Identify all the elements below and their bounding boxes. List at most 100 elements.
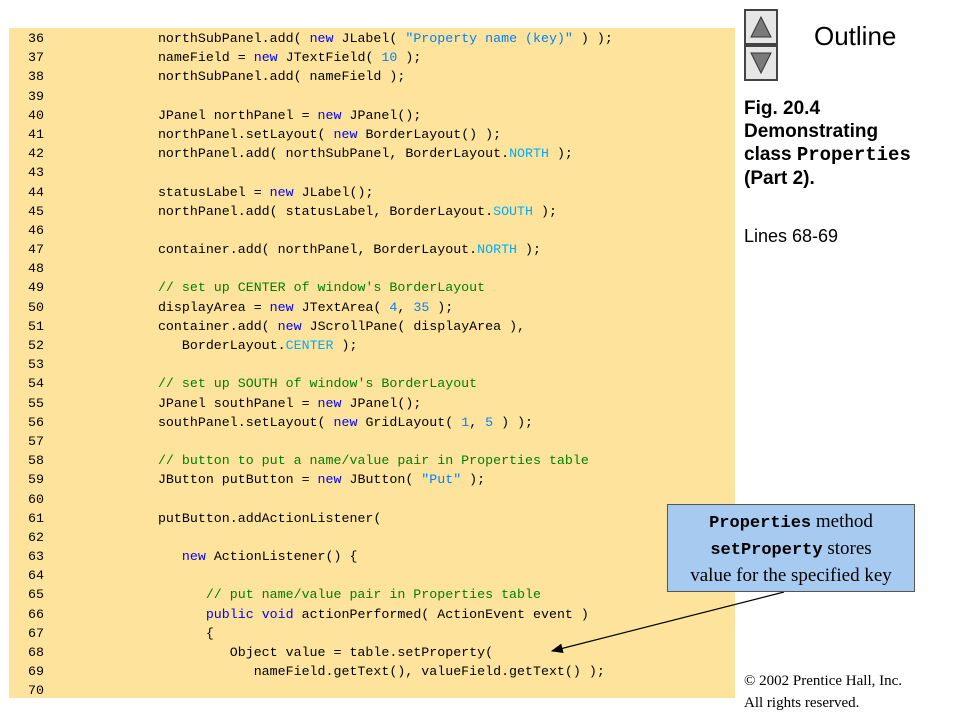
code-token: CENTER (285, 338, 334, 353)
triangle-down-icon (750, 52, 772, 75)
code-indent (134, 415, 158, 430)
code-line: 52 BorderLayout.CENTER ); (28, 336, 728, 355)
previous-slide-button[interactable] (744, 9, 778, 45)
line-number: 69 (28, 664, 44, 680)
code-token: statusLabel = (157, 184, 270, 200)
code-line: 48 (28, 259, 728, 278)
code-token: JPanel(); (341, 395, 422, 411)
code-token: { (205, 625, 214, 641)
code-token: new (333, 126, 358, 142)
code-line: 36 northSubPanel.add( new JLabel( "Prope… (28, 29, 728, 48)
code-token: actionPerformed( ActionEvent event ) (293, 606, 589, 622)
code-indent (134, 472, 158, 487)
code-token: nameField.getText(), valueField.getText(… (253, 664, 605, 680)
line-number: 68 (28, 645, 44, 660)
line-number: 64 (28, 568, 44, 584)
code-line: 44 statusLabel = new JLabel(); (28, 183, 728, 202)
callout-text-1: method (811, 511, 873, 532)
line-number: 57 (28, 433, 44, 449)
code-token: ) ); (493, 414, 534, 430)
code-line: 43 (28, 163, 728, 182)
line-number: 56 (28, 414, 44, 430)
line-number: 36 (28, 31, 44, 46)
code-line: 37 nameField = new JTextField( 10 ); (28, 48, 728, 67)
code-indent (134, 338, 182, 353)
code-line: 60 (28, 490, 728, 509)
code-token: ); (533, 203, 557, 219)
code-token: SOUTH (493, 203, 533, 219)
code-token: JButton( (341, 472, 422, 488)
next-slide-button[interactable] (744, 45, 778, 81)
code-token: // put name/value pair in Properties tab… (205, 587, 541, 603)
code-line: 41 northPanel.setLayout( new BorderLayou… (28, 125, 728, 144)
line-number: 41 (28, 126, 44, 142)
code-line: 45 northPanel.add( statusLabel, BorderLa… (28, 202, 728, 221)
rights-text: All rights reserved. (744, 695, 860, 711)
line-number: 55 (28, 395, 44, 411)
line-number: 49 (28, 280, 44, 296)
copyright-notice: © 2002 Prentice Hall, Inc. All rights re… (744, 670, 902, 714)
line-number: 63 (28, 549, 44, 565)
code-indent (134, 50, 158, 65)
code-token: "Property name (key)" (405, 31, 573, 46)
code-token: JScrollPane( displayArea ), (301, 318, 526, 334)
code-token: ); (333, 338, 358, 353)
code-line: 56 southPanel.setLayout( new GridLayout(… (28, 413, 728, 432)
code-token: JPanel southPanel = (157, 395, 318, 411)
code-token: JPanel(); (341, 107, 422, 123)
code-line: 63 new ActionListener() { (28, 547, 728, 566)
code-line: 64 (28, 566, 728, 585)
code-token: new (309, 31, 334, 46)
figure-description: Demonstrating (744, 121, 879, 142)
code-indent (134, 185, 158, 200)
line-number: 44 (28, 184, 44, 200)
code-token: ActionListener() { (205, 549, 358, 565)
line-number: 50 (28, 299, 44, 315)
code-indent (134, 587, 206, 602)
callout-line-2: setProperty stores (668, 536, 914, 563)
code-indent (134, 319, 158, 334)
figure-number: Fig. 20.4 (744, 98, 821, 119)
code-token: southPanel.setLayout( (157, 414, 334, 430)
line-number: 66 (28, 606, 44, 622)
code-indent (134, 607, 206, 622)
code-token: northSubPanel.add( (157, 31, 310, 46)
code-indent (134, 453, 158, 468)
code-token: public (205, 606, 254, 622)
code-token: new (317, 395, 342, 411)
code-token: northPanel.add( northSubPanel, BorderLay… (157, 146, 510, 162)
code-token: BorderLayout. (181, 338, 286, 353)
code-indent (134, 146, 158, 161)
code-token: new (317, 472, 342, 488)
code-token: 5 (485, 414, 494, 430)
code-token: 10 (381, 50, 398, 66)
code-indent (134, 549, 182, 564)
code-line: 70 (28, 681, 728, 700)
code-indent (134, 396, 158, 411)
callout-method-name: setProperty (710, 541, 823, 560)
line-number: 59 (28, 472, 44, 488)
code-line: 59 JButton putButton = new JButton( "Put… (28, 470, 728, 489)
code-token: 35 (413, 299, 430, 315)
line-number: 48 (28, 261, 44, 277)
line-number: 60 (28, 491, 44, 507)
code-token: JButton putButton = (157, 472, 318, 488)
code-token: new (333, 414, 358, 430)
callout-line-3: value for the specified key (690, 565, 892, 586)
code-token: ); (397, 50, 422, 66)
code-token: putButton.addActionListener( (157, 510, 382, 526)
code-indent (134, 300, 158, 315)
code-token: NORTH (477, 242, 518, 258)
lines-reference: Lines 68-69 (744, 226, 839, 246)
code-token: new (317, 107, 342, 123)
code-token: new (181, 549, 206, 565)
figure-class-name: Properties (796, 144, 911, 166)
code-indent (134, 127, 158, 142)
code-token: "Put" (421, 472, 462, 488)
line-number: 39 (28, 88, 44, 104)
code-line: 49 // set up CENTER of window's BorderLa… (28, 278, 728, 297)
code-token: JPanel northPanel = (157, 107, 318, 123)
code-indent (134, 664, 254, 679)
code-line: 62 (28, 528, 728, 547)
code-indent (134, 280, 158, 295)
